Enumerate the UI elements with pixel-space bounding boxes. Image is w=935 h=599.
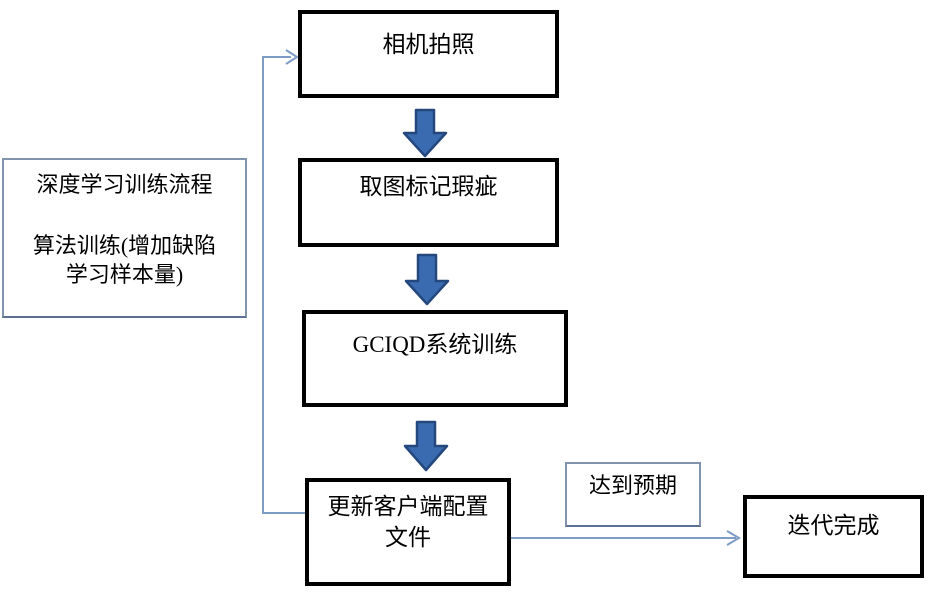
feedback-arrowhead-icon — [285, 49, 299, 65]
to-done-arrowhead-icon — [726, 530, 741, 546]
block-arrow-down-icon — [402, 108, 448, 158]
node-mark-defects-label: 取图标记瑕疵 — [359, 174, 498, 199]
node-camera-label: 相机拍照 — [382, 32, 475, 57]
node-system-training-label: GCIQD系统训练 — [352, 332, 518, 357]
node-mark-defects: 取图标记瑕疵 — [298, 158, 559, 247]
edge-label-expectation: 达到预期 — [565, 462, 701, 527]
edge-label-expectation-text: 达到预期 — [588, 473, 677, 498]
side-note-box: 深度学习训练流程 算法训练(增加缺陷 学习样本量) — [2, 158, 247, 318]
side-note-line: 算法训练(增加缺陷 — [32, 232, 217, 258]
node-update-config-label-line1: 更新客户端配置 — [327, 494, 489, 519]
block-arrow-down-icon — [404, 253, 450, 306]
node-camera: 相机拍照 — [298, 10, 559, 98]
node-update-config: 更新客户端配置 文件 — [305, 478, 511, 586]
node-update-config-label-line2: 文件 — [385, 525, 431, 551]
side-note-line: 深度学习训练流程 — [36, 172, 213, 197]
block-arrow-down-icon — [403, 420, 449, 472]
node-iteration-done: 迭代完成 — [743, 495, 924, 578]
side-note-line: 学习样本量) — [65, 262, 184, 288]
node-system-training: GCIQD系统训练 — [302, 310, 568, 407]
node-iteration-done-label: 迭代完成 — [787, 513, 880, 538]
feedback-connector-line — [262, 56, 305, 514]
